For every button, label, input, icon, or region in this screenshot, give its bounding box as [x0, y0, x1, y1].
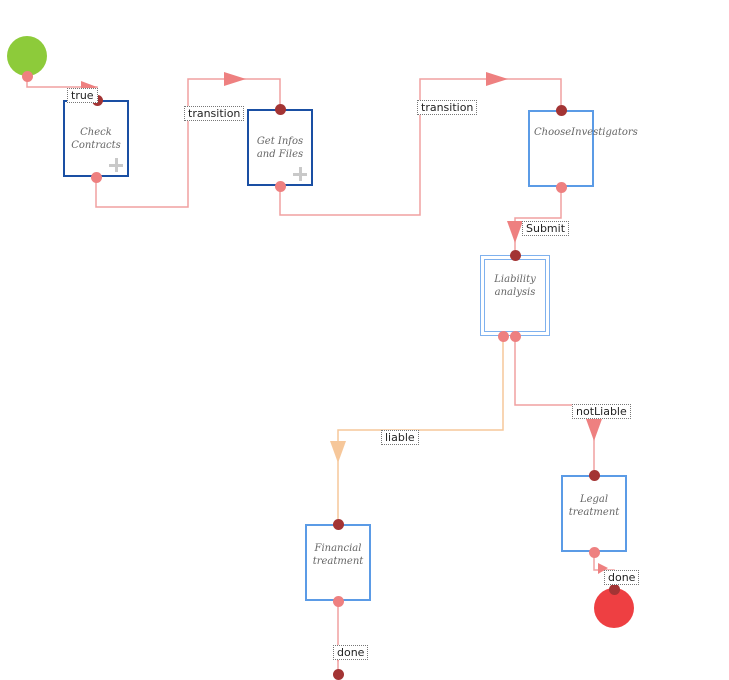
task-get-infos-and-files[interactable]: Get Infos and Files: [247, 109, 313, 186]
edge-label-financial-done[interactable]: done: [333, 645, 369, 660]
edge-label-not-liable[interactable]: notLiable: [572, 404, 631, 419]
edge-label-legal-done[interactable]: done: [604, 570, 640, 585]
end-input-port[interactable]: [608, 583, 620, 595]
choose-investigators-output-port[interactable]: [555, 181, 567, 193]
arrowhead-transition-2: [486, 72, 508, 86]
task-label: Get Infos and Files: [256, 135, 304, 160]
edge-label-submit[interactable]: Submit: [522, 221, 570, 236]
edge-label-transition-1[interactable]: transition: [184, 106, 245, 121]
edge-get-infos-to-choose-investigators[interactable]: [279, 78, 562, 216]
edge-check-contracts-to-get-infos[interactable]: [95, 78, 281, 208]
arrowhead-legal-done: [598, 563, 608, 574]
legal-output-port[interactable]: [588, 546, 600, 558]
financial-output-port[interactable]: [332, 595, 344, 607]
liability-input-port[interactable]: [509, 249, 521, 261]
get-infos-input-port[interactable]: [274, 103, 286, 115]
edge-choose-to-liability[interactable]: [514, 187, 562, 250]
edge-liability-to-financial[interactable]: [337, 336, 504, 519]
task-label: Legal treatment: [568, 493, 620, 518]
end-event[interactable]: [594, 588, 634, 628]
task-choose-investigators[interactable]: ChooseInvestigators: [528, 110, 638, 187]
task-label: Financial treatment: [312, 542, 364, 567]
plus-icon[interactable]: [293, 167, 307, 181]
arrowhead-not-liable: [586, 419, 602, 441]
check-contracts-output-port[interactable]: [90, 171, 102, 183]
task-check-contracts[interactable]: Check Contracts: [63, 100, 129, 177]
edge-liability-to-legal[interactable]: [514, 336, 595, 470]
choose-investigators-input-port[interactable]: [555, 104, 567, 116]
task-label: ChooseInvestigators: [534, 127, 638, 138]
liability-output-port-not-liable[interactable]: [509, 330, 521, 342]
task-label: Liability analysis: [494, 273, 536, 298]
task-financial-treatment[interactable]: Financial treatment: [305, 524, 371, 601]
arrowhead-transition-1: [224, 72, 246, 86]
task-label: Check Contracts: [71, 126, 121, 151]
edge-label-transition-2[interactable]: transition: [417, 100, 478, 115]
edge-label-liable[interactable]: liable: [381, 430, 419, 445]
edge-label-true[interactable]: true: [67, 88, 98, 103]
financial-end-input-port[interactable]: [332, 668, 344, 680]
start-output-port[interactable]: [21, 70, 33, 82]
start-event[interactable]: [7, 36, 47, 76]
legal-input-port[interactable]: [588, 469, 600, 481]
task-liability-analysis[interactable]: Liability analysis: [480, 255, 550, 336]
arrowhead-liable: [330, 441, 346, 463]
financial-input-port[interactable]: [332, 518, 344, 530]
liability-output-port-liable[interactable]: [497, 330, 509, 342]
task-legal-treatment[interactable]: Legal treatment: [561, 475, 627, 552]
get-infos-output-port[interactable]: [274, 180, 286, 192]
plus-icon[interactable]: [109, 158, 123, 172]
arrowhead-submit: [507, 221, 523, 243]
